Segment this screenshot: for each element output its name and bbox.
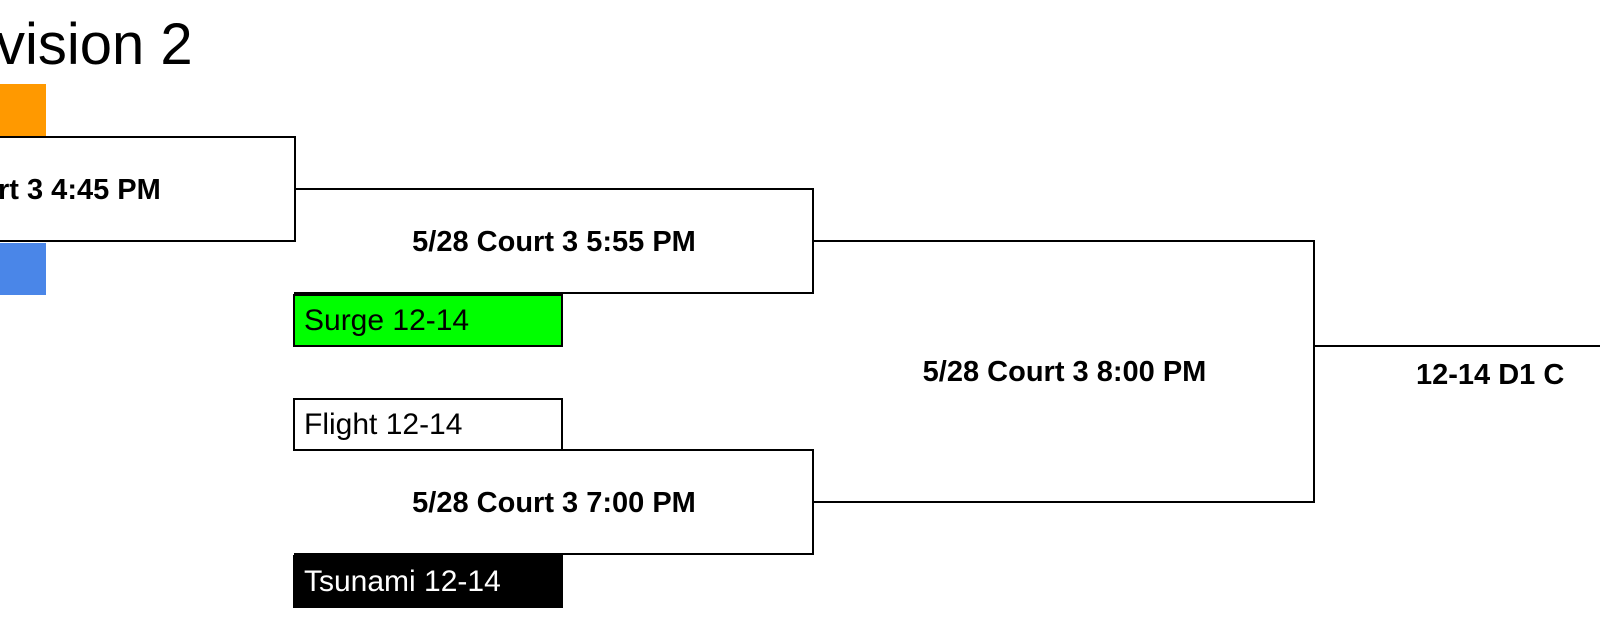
game-label-round1: rt 3 4:45 PM [0,174,161,206]
team-color-swatch-orange [0,84,46,136]
bracket-line-sf2-bottom [294,553,814,555]
team-box-tsunami: Tsunami 12-14 [293,555,563,608]
bracket-line-sf1-top [294,188,814,190]
bracket-line-final-top [814,240,1315,242]
team-box-surge: Surge 12-14 [293,294,563,347]
bracket-line-r1-bottom [0,240,296,242]
game-label-champion: 12-14 D1 C [1416,359,1565,391]
bracket-line-sf1-join [812,188,814,294]
bracket-line-sf2-join [812,449,814,555]
division-title: vision 2 [0,12,193,77]
game-label-final: 5/28 Court 3 8:00 PM [922,356,1207,388]
bracket-line-sf2-top [294,449,814,451]
game-label-semifinal-top: 5/28 Court 3 5:55 PM [412,226,696,258]
bracket-line-final-join [1313,240,1315,503]
bracket-line-final-bottom [814,501,1315,503]
game-label-semifinal-bottom: 5/28 Court 3 7:00 PM [412,487,696,519]
bracket-line-r1-top [0,136,296,138]
team-color-swatch-blue [0,243,46,295]
team-box-flight: Flight 12-14 [293,398,563,451]
bracket-line-champion [1315,345,1600,347]
bracket-line-sf1-bottom [294,292,814,294]
